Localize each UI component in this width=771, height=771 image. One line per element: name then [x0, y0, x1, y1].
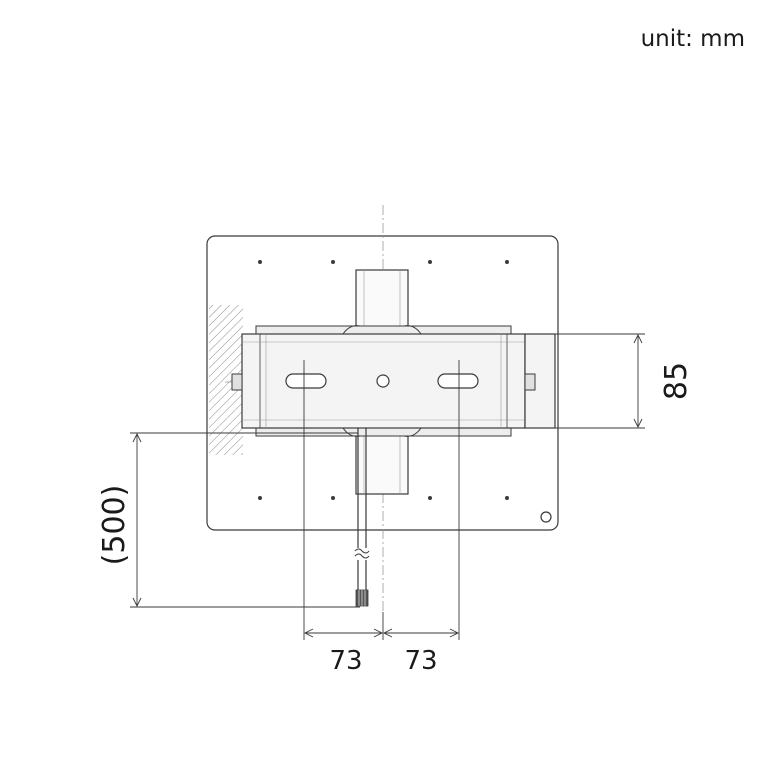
cable [354, 428, 370, 607]
top-flange [255, 325, 512, 335]
dimension-label-73-right: 73 [404, 646, 437, 676]
lower-block [355, 431, 409, 495]
left-bolt [231, 373, 243, 391]
dimension-label-85: 85 [659, 362, 694, 400]
corner-hole [540, 511, 552, 523]
dimension-label-73-left: 73 [329, 646, 362, 676]
dimension-85: 85 [528, 333, 694, 429]
center-hole [376, 374, 390, 388]
mounting-holes [258, 260, 509, 500]
dimension-73-73: 73 73 [303, 360, 460, 676]
right-bolt [524, 373, 536, 391]
dimension-500: (500) [97, 432, 360, 608]
dimension-label-500: (500) [97, 485, 132, 566]
base-plate [206, 235, 559, 531]
upper-block [355, 269, 409, 333]
bottom-flange [255, 427, 512, 437]
right-slot [437, 373, 479, 389]
unit-label: unit: mm [640, 26, 745, 52]
left-slot [285, 373, 327, 389]
